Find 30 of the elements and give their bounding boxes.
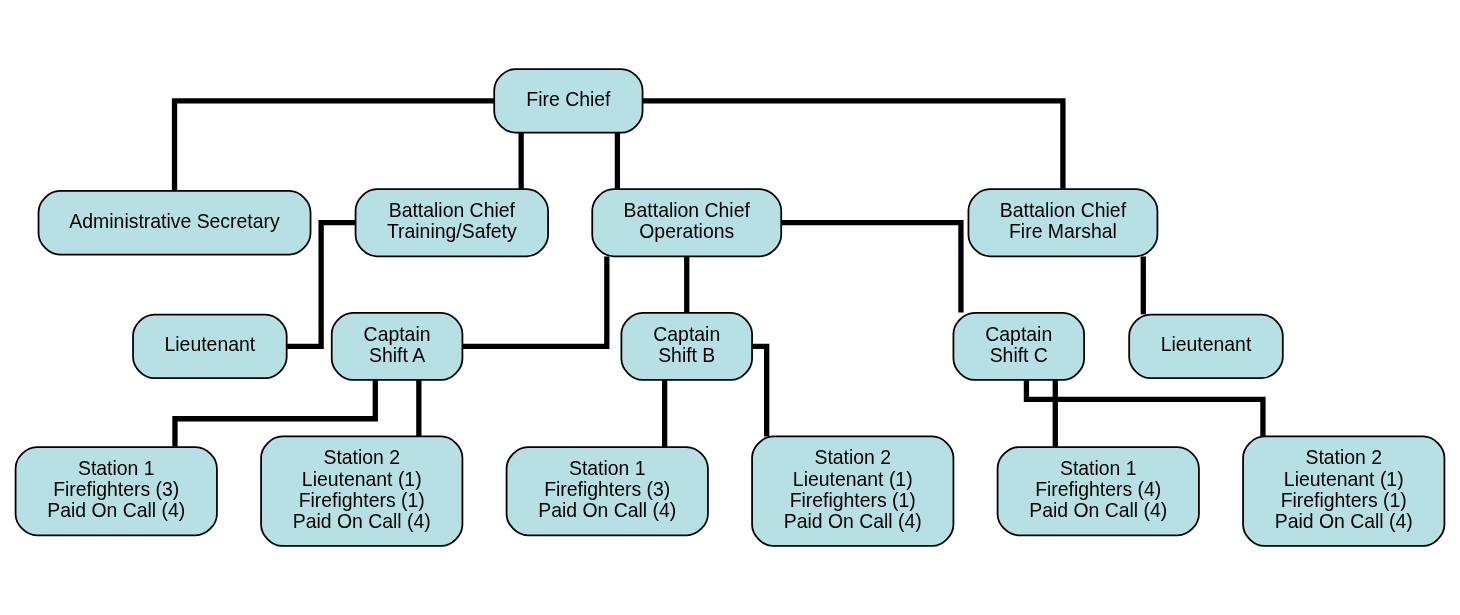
node-box: Station 1 Firefighters (3) Paid On Call (4) bbox=[14, 446, 218, 537]
connector bbox=[684, 256, 690, 313]
node-box: Fire Chief bbox=[493, 68, 644, 134]
connector bbox=[662, 379, 668, 447]
connector bbox=[781, 220, 964, 313]
connector bbox=[614, 132, 621, 189]
connector bbox=[642, 98, 1066, 189]
connector bbox=[1023, 380, 1266, 437]
node-box: Lieutenant bbox=[1128, 313, 1284, 380]
node-box: Station 2 Lieutenant (1) Firefighters (1) Paid On Call (4) bbox=[260, 435, 464, 547]
connector bbox=[287, 220, 356, 349]
connector bbox=[1052, 379, 1058, 447]
node-box: Station 1 Firefighters (3) Paid On Call (4) bbox=[505, 446, 709, 537]
node-box: Battalion Chief Training/Safety bbox=[354, 188, 549, 258]
connector bbox=[1140, 256, 1146, 315]
node-box: Lieutenant bbox=[132, 313, 288, 380]
node-box: Captain Shift C bbox=[952, 311, 1085, 381]
node-box: Battalion Chief Fire Marshal bbox=[967, 188, 1159, 258]
node-box: Battalion Chief Operations bbox=[591, 188, 783, 258]
connector bbox=[416, 379, 422, 437]
connector bbox=[171, 98, 494, 191]
node-box: Captain Shift A bbox=[330, 311, 464, 381]
node-box: Captain Shift B bbox=[620, 311, 753, 381]
connector bbox=[752, 343, 770, 437]
node-box: Station 2 Lieutenant (1) Firefighters (1) Paid On Call (4) bbox=[751, 435, 955, 547]
connector bbox=[518, 132, 524, 189]
node-box: Station 2 Lieutenant (1) Firefighters (1) Paid On Call (4) bbox=[1242, 435, 1446, 547]
connector bbox=[462, 256, 610, 349]
node-box: Station 1 Firefighters (4) Paid On Call (4) bbox=[996, 446, 1200, 537]
node-box: Administrative Secretary bbox=[37, 190, 312, 256]
